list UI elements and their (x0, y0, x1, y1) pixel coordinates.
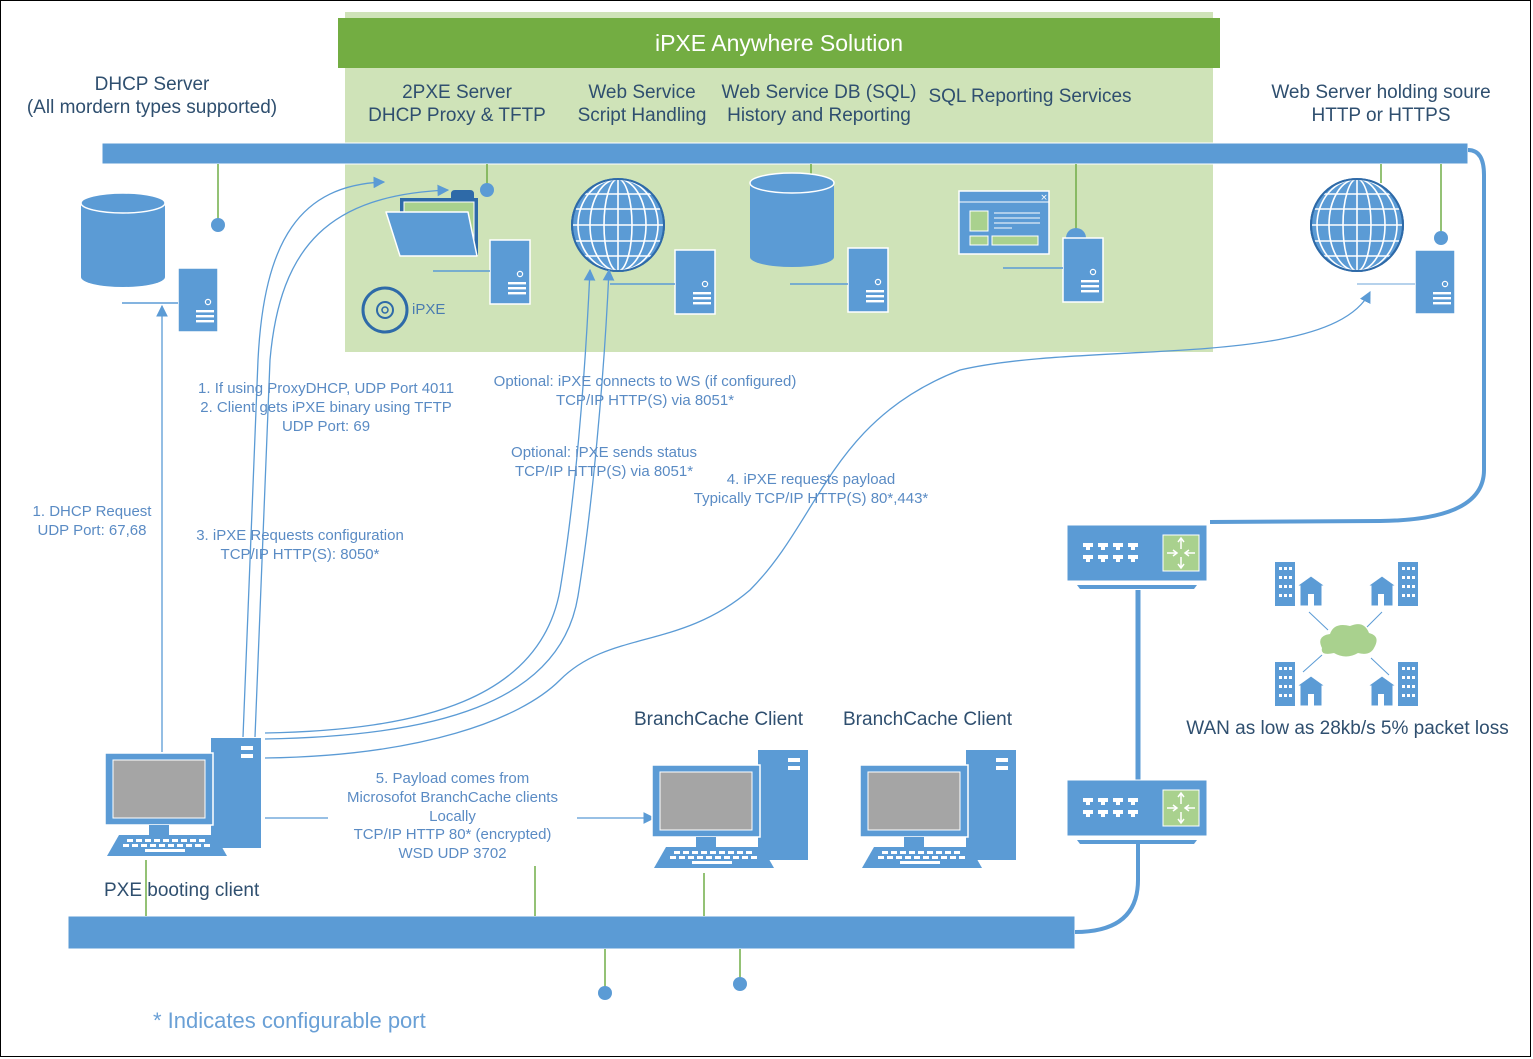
branchcache-client-1-label: BranchCache Client (634, 709, 803, 730)
proxy-tftp-note: 1. If using ProxyDHCP, UDP Port 4011 2. … (198, 380, 454, 435)
sql-tower-cap (1066, 228, 1086, 238)
tap-node (211, 218, 225, 232)
web-server-tower-icon (1414, 249, 1456, 315)
web-service-db-icon (749, 172, 835, 268)
pxe2-server-tower-icon (489, 239, 531, 305)
branch-office-icon (1274, 561, 1326, 607)
tap-node (480, 183, 494, 197)
sql-reporting-tower-icon (1062, 237, 1104, 303)
bus-downlink-cable (1074, 842, 1140, 934)
tap-node (598, 986, 612, 1000)
web-server-globe-icon (1310, 178, 1404, 272)
branchcache-client-2-computer-icon (859, 749, 1017, 869)
web-service-db-tower-icon (847, 247, 889, 313)
tftp-arrow-outer (242, 176, 386, 738)
web-service-tower-icon (674, 249, 716, 315)
folder-icon (385, 190, 478, 257)
tftp-arrow-inner (254, 184, 450, 738)
ws-connect-arrow (264, 268, 596, 734)
ipxe-disc-icon (361, 286, 409, 334)
branchcache-client-1-computer-icon (651, 749, 809, 869)
dhcp-database-icon (80, 192, 166, 288)
dhcp-server-tower-icon (177, 267, 219, 333)
web-service-db-label: Web Service DB (SQL) History and Reporti… (721, 82, 917, 126)
branch-office-icon (1367, 661, 1419, 707)
tap-node (733, 977, 747, 991)
branch-office-icon (1367, 561, 1419, 607)
ipxe-badge-label: iPXE (412, 301, 446, 318)
tap-node (1434, 231, 1448, 245)
wan-cloud-icon (1320, 624, 1377, 657)
branchcache-client-2-label: BranchCache Client (843, 709, 1012, 730)
branch-office-icon (1274, 661, 1326, 707)
top-network-bus (101, 142, 1469, 165)
pxe-client-computer-icon (104, 737, 262, 857)
bus-uplink-cable (1209, 148, 1486, 524)
wan-switch-top-icon (1066, 524, 1208, 590)
web-service-label: Web Service Script Handling (577, 82, 707, 126)
branchcache-payload-note: 5. Payload comes from Microsofot BranchC… (347, 770, 558, 862)
ws-connect-note: Optional: iPXE connects to WS (if config… (493, 373, 797, 409)
payload-request-note: 4. iPXE requests payload Typically TCP/I… (693, 471, 929, 507)
web-service-globe-icon (571, 178, 665, 272)
sql-reporting-label: SQL Reporting Services (928, 86, 1132, 107)
wan-links (1302, 611, 1390, 676)
wan-switch-bottom-icon (1066, 779, 1208, 845)
configurable-port-footnote: * Indicates configurable port (153, 1008, 426, 1033)
report-window-icon: × (958, 190, 1050, 255)
ipxe-config-note: 3. iPXE Requests configuration TCP/IP HT… (196, 527, 404, 563)
ws-status-note: Optional: iPXE sends status TCP/IP HTTP(… (511, 444, 697, 480)
solution-title: iPXE Anywhere Solution (338, 18, 1220, 68)
dhcp-request-note: 1. DHCP Request UDP Port: 67,68 (32, 503, 152, 539)
wan-label: WAN as low as 28kb/s 5% packet loss (1186, 718, 1509, 739)
web-server-label: Web Server holding soure HTTP or HTTPS (1271, 82, 1491, 126)
pxe2-server-label: 2PXE Server DHCP Proxy & TFTP (368, 82, 546, 126)
bottom-bus-taps (145, 860, 741, 988)
bottom-network-bus (67, 915, 1076, 950)
svg-text:×: × (1040, 193, 1048, 203)
ws-status-arrow (264, 268, 615, 740)
dhcp-server-label: DHCP Server (All mordern types supported… (26, 74, 278, 118)
pxe-client-label: PXE booting client (104, 880, 260, 901)
payload-request-arrow (264, 290, 1371, 759)
